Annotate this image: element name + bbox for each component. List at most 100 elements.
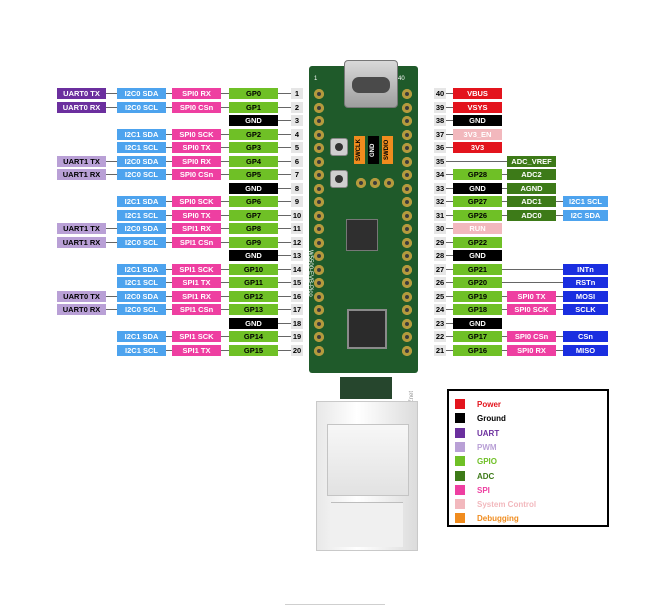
right-pin-21-label: GP16 bbox=[453, 344, 502, 356]
bottom-component bbox=[340, 377, 392, 399]
right-pin-33-label: AGND bbox=[507, 182, 556, 194]
pad-left bbox=[314, 129, 324, 140]
right-pin-number: 37 bbox=[434, 128, 446, 140]
left-pin-number: 14 bbox=[291, 263, 303, 275]
connector-line bbox=[166, 268, 291, 270]
left-pin-12-label: SPI1 CSn bbox=[172, 236, 221, 248]
legend-swatch bbox=[455, 413, 465, 424]
right-pin-24-label: SPI0 SCK bbox=[507, 304, 556, 315]
pad-left bbox=[314, 291, 324, 302]
pad-right bbox=[402, 129, 412, 140]
pad-left bbox=[314, 278, 324, 288]
pad-left bbox=[314, 183, 324, 194]
right-pin-38-label: GND bbox=[453, 115, 502, 126]
connector-line bbox=[166, 214, 291, 216]
left-pin-1-label: GP0 bbox=[229, 88, 278, 99]
left-pin-9-label: I2C1 SDA bbox=[117, 196, 166, 207]
left-pin-number: 7 bbox=[291, 169, 303, 180]
right-pin-number: 25 bbox=[434, 290, 446, 302]
left-pin-2-label: UART0 RX bbox=[57, 101, 106, 113]
pad-right bbox=[402, 116, 412, 126]
left-pin-13-label: GND bbox=[229, 250, 278, 261]
debug-swclk-label: SWCLK bbox=[354, 136, 365, 164]
left-pin-7-label: I2C0 SCL bbox=[117, 169, 166, 180]
debug-swdio-label: SWDIO bbox=[382, 136, 393, 164]
left-pin-11-label: UART1 TX bbox=[57, 223, 106, 234]
right-pin-24-label: GP18 bbox=[453, 304, 502, 315]
legend-label: SPI bbox=[477, 485, 490, 495]
connector-line bbox=[446, 241, 453, 243]
left-pin-3-label: GND bbox=[229, 115, 278, 126]
left-pin-7-label: GP5 bbox=[229, 169, 278, 180]
left-pin-1-label: UART0 TX bbox=[57, 88, 106, 99]
right-pin-number: 34 bbox=[434, 169, 446, 180]
left-pin-4-label: SPI0 SCK bbox=[172, 128, 221, 140]
connector-line bbox=[502, 309, 507, 310]
right-pin-number: 33 bbox=[434, 182, 446, 194]
debug-pad bbox=[384, 178, 394, 188]
pad-left bbox=[314, 116, 324, 126]
rj45-opening bbox=[331, 502, 403, 547]
left-pin-17-label: GP13 bbox=[229, 304, 278, 315]
pad-left bbox=[314, 318, 324, 329]
pad-left bbox=[314, 332, 324, 342]
connector-line bbox=[556, 309, 563, 310]
usb-c-port bbox=[352, 77, 390, 93]
right-pin-number: 36 bbox=[434, 142, 446, 153]
connector-line bbox=[556, 295, 563, 297]
right-pin-number: 23 bbox=[434, 317, 446, 329]
left-pin-1-label: I2C0 SDA bbox=[117, 88, 166, 99]
connector-line bbox=[502, 201, 507, 202]
pad-left bbox=[314, 305, 324, 315]
left-pin-10-label: SPI0 TX bbox=[172, 209, 221, 221]
left-pin-10-label: I2C1 SCL bbox=[117, 209, 166, 221]
connector-line bbox=[446, 282, 453, 283]
left-pin-20-label: GP15 bbox=[229, 344, 278, 356]
pad-right bbox=[402, 89, 412, 99]
right-pin-number: 28 bbox=[434, 250, 446, 261]
left-pin-4-label: I2C1 SDA bbox=[117, 128, 166, 140]
connector-line bbox=[446, 201, 453, 202]
connector-line bbox=[556, 201, 563, 202]
right-pin-24-label: SCLK bbox=[563, 304, 608, 315]
left-pin-11-label: I2C0 SDA bbox=[117, 223, 166, 234]
left-pin-19-label: I2C1 SDA bbox=[117, 331, 166, 342]
bootsel-button bbox=[330, 138, 348, 156]
right-pin-25-label: GP19 bbox=[453, 290, 502, 302]
pad-right bbox=[402, 183, 412, 194]
pad-left bbox=[314, 197, 324, 207]
right-pin-number: 24 bbox=[434, 304, 446, 315]
connector-line bbox=[446, 214, 453, 216]
connector-line bbox=[166, 133, 291, 135]
left-pin-number: 16 bbox=[291, 290, 303, 302]
right-pin-26-label: RSTn bbox=[563, 277, 608, 288]
left-pin-11-label: SPI1 RX bbox=[172, 223, 221, 234]
pad-right bbox=[402, 332, 412, 342]
right-pin-21-label: MISO bbox=[563, 344, 608, 356]
rj45-jack bbox=[316, 401, 418, 551]
right-pin-number: 32 bbox=[434, 196, 446, 207]
left-pin-5-label: SPI0 TX bbox=[172, 142, 221, 153]
left-pin-number: 19 bbox=[291, 331, 303, 342]
left-pin-2-label: I2C0 SCL bbox=[117, 101, 166, 113]
connector-line bbox=[278, 187, 291, 189]
left-pin-14-label: I2C1 SDA bbox=[117, 263, 166, 275]
pad-left bbox=[314, 251, 324, 261]
right-pin-number: 29 bbox=[434, 236, 446, 248]
connector-line bbox=[446, 147, 453, 148]
pad-right bbox=[402, 291, 412, 302]
legend-label: Ground bbox=[477, 414, 506, 424]
pad-right bbox=[402, 318, 412, 329]
right-pin-number: 40 bbox=[434, 88, 446, 99]
left-pin-20-label: I2C1 SCL bbox=[117, 344, 166, 356]
left-pin-9-label: GP6 bbox=[229, 196, 278, 207]
left-pin-4-label: GP2 bbox=[229, 128, 278, 140]
left-pin-12-label: UART1 RX bbox=[57, 236, 106, 248]
debug-pad bbox=[356, 178, 366, 188]
connector-line bbox=[502, 187, 507, 189]
legend-swatch bbox=[455, 470, 465, 481]
left-pin-16-label: UART0 TX bbox=[57, 290, 106, 302]
left-pin-number: 6 bbox=[291, 155, 303, 167]
left-pin-number: 8 bbox=[291, 182, 303, 194]
left-pin-number: 1 bbox=[291, 88, 303, 99]
